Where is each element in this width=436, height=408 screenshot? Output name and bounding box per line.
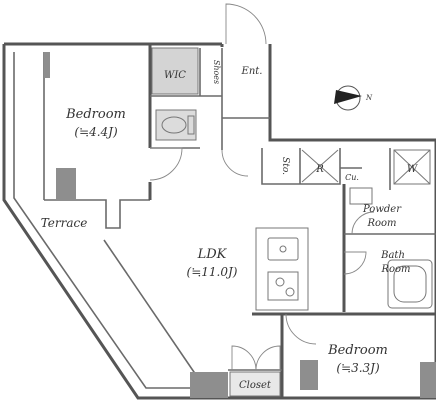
bathtub-icon [387, 259, 433, 309]
bath-room-line2: Room [380, 264, 410, 275]
cupboard-label: Cu. [345, 173, 359, 182]
powder-room-line1: Powder [362, 204, 402, 215]
toilet-icon [155, 109, 197, 141]
bedroom2-name: Bedroom [327, 343, 388, 358]
north-label: N [365, 94, 373, 102]
room-labels: Bedroom (≒4.4J) WIC Shoes Ent. Sto. R Cu… [41, 60, 418, 397]
basin-icon [349, 187, 373, 205]
north-arrow-icon: N [334, 85, 373, 111]
powder-room-line2: Room [366, 218, 396, 229]
kitchen-fixtures [267, 237, 299, 301]
structural-columns [44, 52, 436, 398]
bedroom2-area: (≒3.3J) [336, 361, 380, 375]
wic-area [151, 47, 199, 95]
shoes-label: Shoes [212, 60, 221, 84]
wic-label: WIC [164, 70, 186, 81]
refrigerator-icon [301, 149, 339, 183]
washer-label: W [407, 164, 418, 175]
bedroom1-name: Bedroom [65, 107, 126, 122]
terrace-label: Terrace [41, 216, 88, 230]
ldk-area: (≒11.0J) [187, 265, 238, 279]
refrigerator-label: R [315, 164, 324, 175]
bath-room-line1: Bath [380, 250, 405, 261]
closet-label: Closet [239, 380, 272, 391]
bedroom1-area: (≒4.4J) [74, 125, 118, 139]
washer-icon [393, 149, 431, 185]
door-swings [149, 3, 375, 371]
entrance-label: Ent. [241, 66, 263, 77]
storage-label: Sto. [280, 157, 290, 175]
ldk-name: LDK [197, 247, 228, 262]
exterior-walls [2, 42, 436, 400]
